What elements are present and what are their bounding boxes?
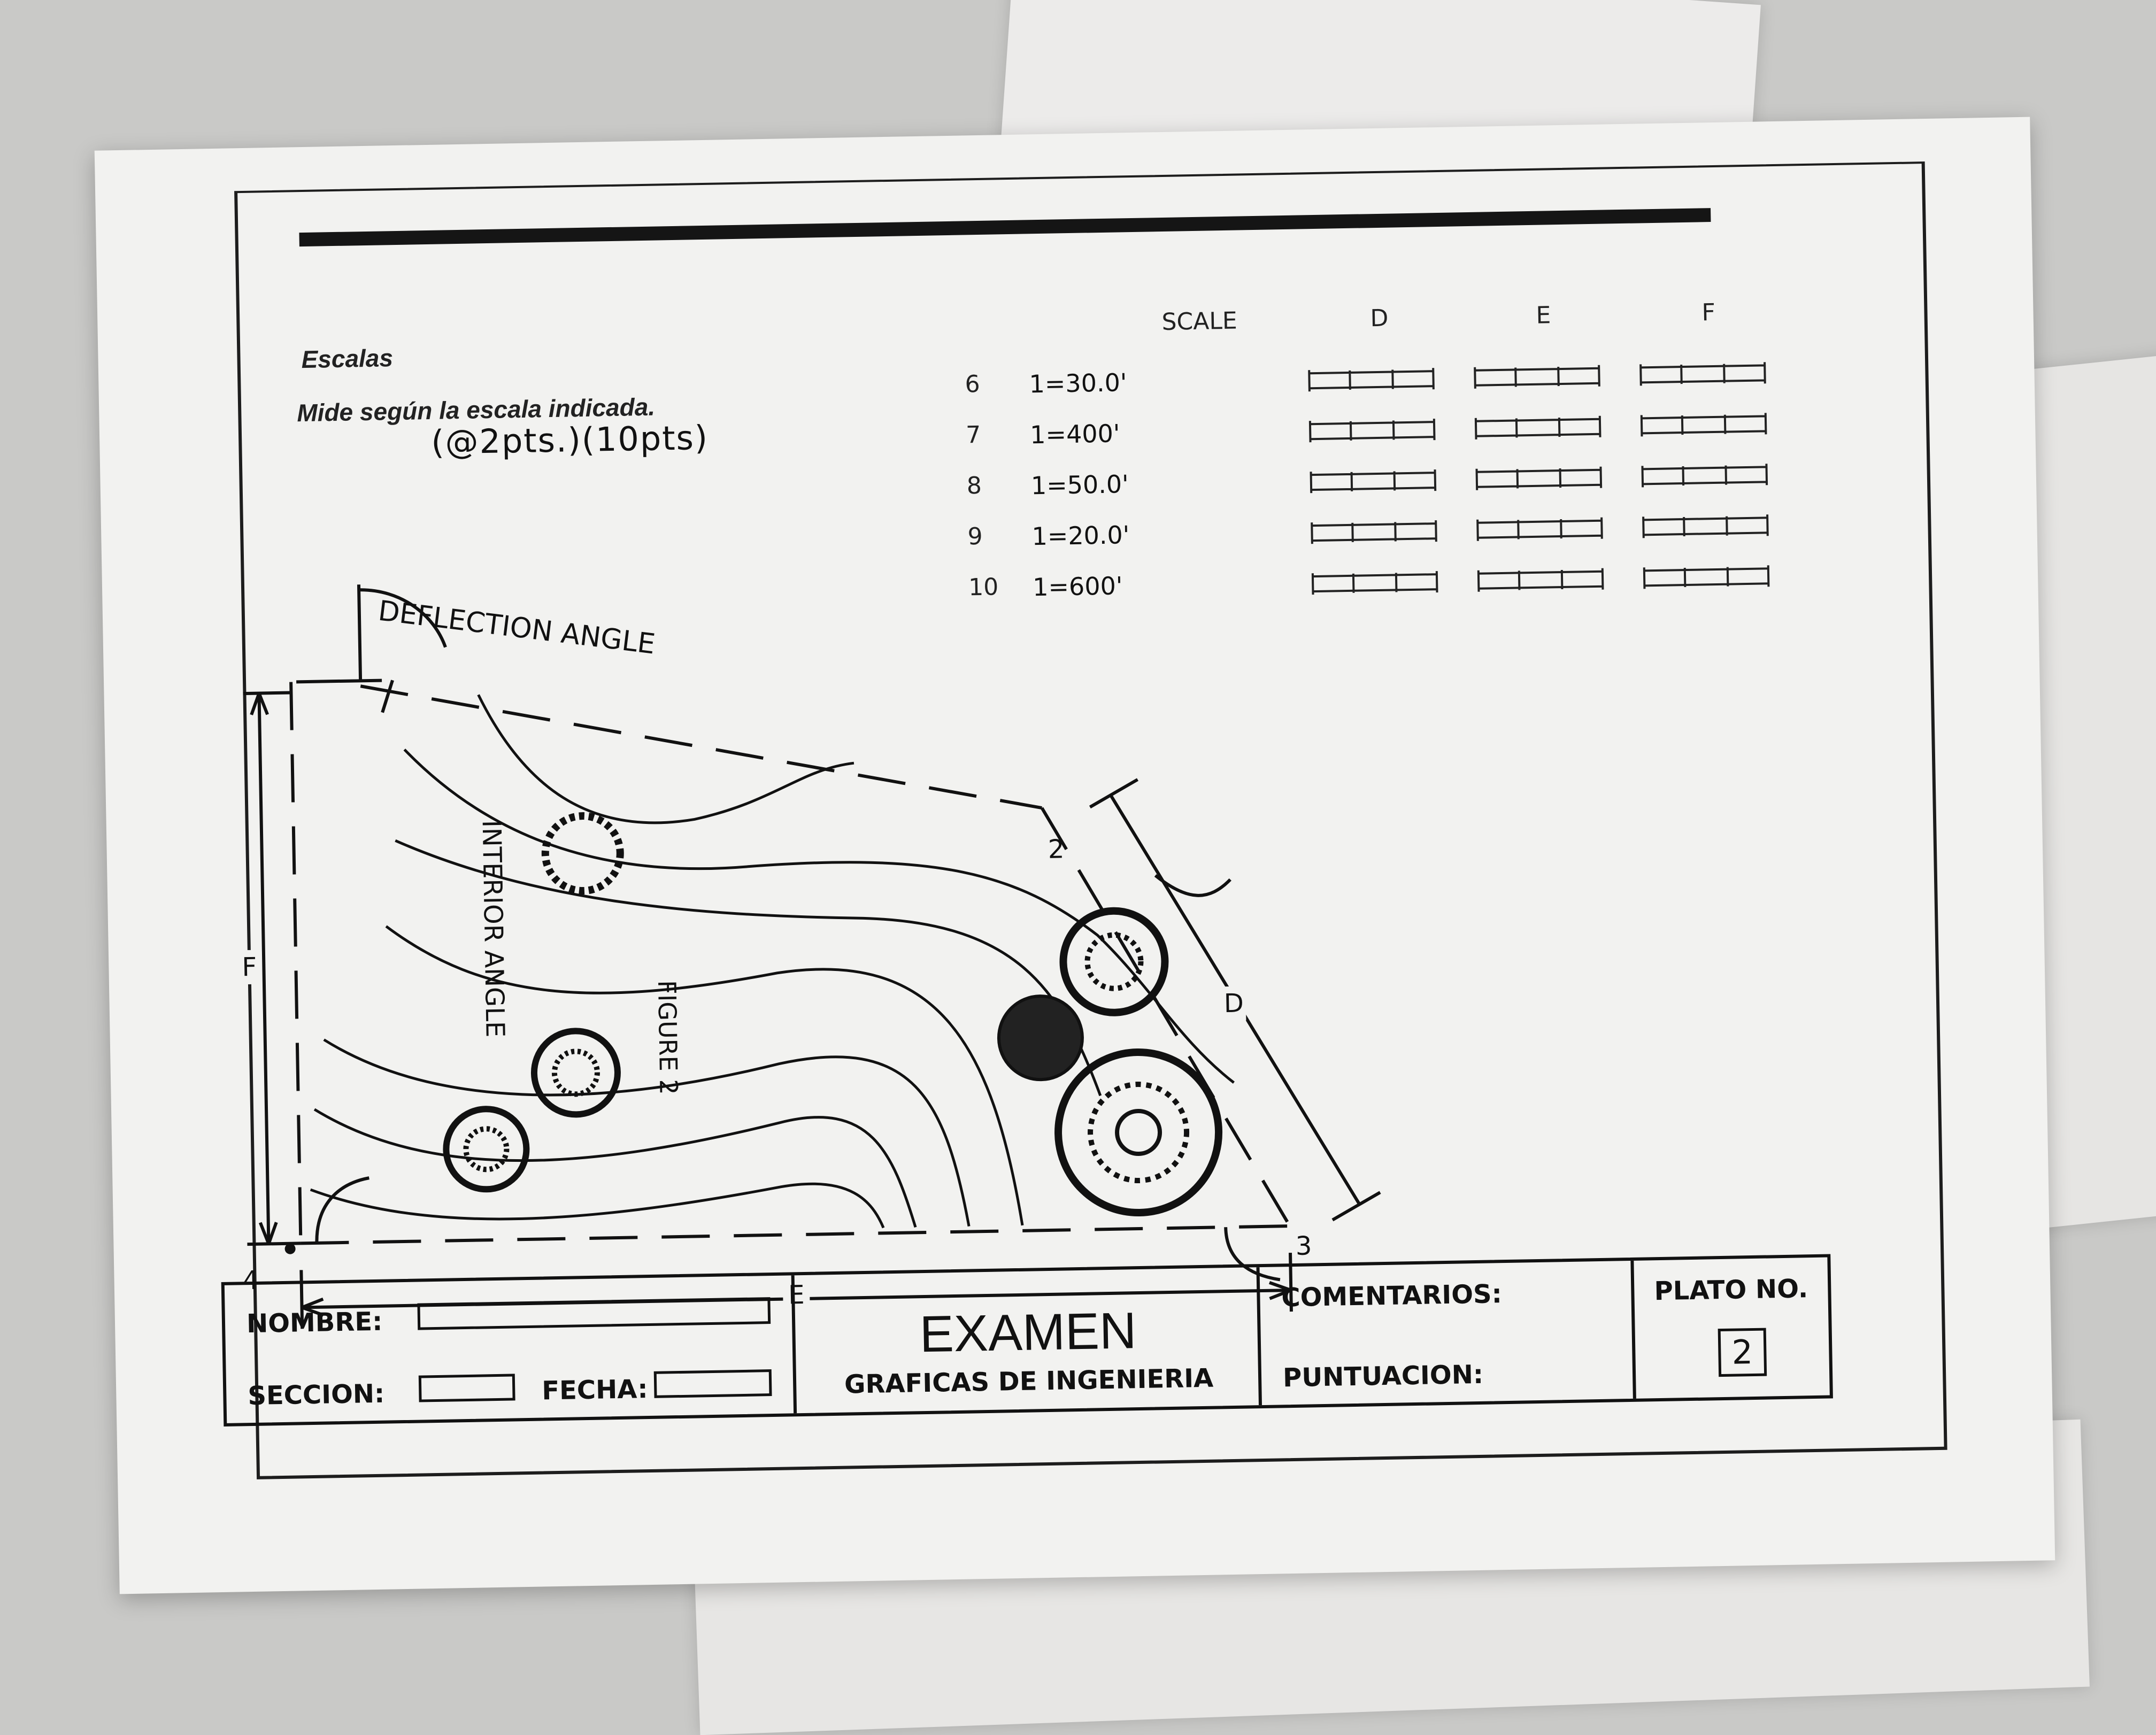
measure-d[interactable] (1311, 570, 1439, 596)
comments-cell: COMENTARIOS: PUNTUACION: (1256, 1260, 1636, 1406)
fecha-label: FECHA: (541, 1374, 649, 1406)
scale-row: 9 1=20.0' (935, 503, 1802, 566)
tree-icon (551, 1048, 600, 1097)
tree-icon (1115, 1109, 1162, 1156)
property-outline (289, 678, 1291, 1245)
figure-label: FIGURE 2 (652, 980, 683, 1096)
tree-icon (1084, 932, 1144, 991)
corner-point (284, 1243, 296, 1254)
measure-e[interactable] (1476, 567, 1605, 593)
interior-angle-label: INTERIOR ANGLE (476, 820, 510, 1038)
dim-label-f: F (239, 950, 259, 985)
exam-title: EXAMEN (919, 1302, 1137, 1363)
measure-e[interactable] (1473, 364, 1601, 390)
photo-scene: Escalas Mide según la escala indicada. (… (94, 0, 2156, 1735)
measure-f[interactable] (1642, 564, 1771, 590)
tree-symbols (443, 812, 1223, 1217)
course-cell: EXAMEN GRAFICAS DE INGENIERIA (791, 1267, 1262, 1414)
tree-icon (530, 1028, 621, 1118)
tree-icon (1054, 1048, 1223, 1217)
title-block: NOMBRE: SECCION: FECHA: EXAMEN GRAFICAS … (221, 1254, 1833, 1426)
tree-icon (997, 994, 1084, 1082)
plato-number: 2 (1718, 1328, 1767, 1377)
plato-label: PLATO NO. (1654, 1274, 1808, 1307)
course-name: GRAFICAS DE INGENIERIA (844, 1363, 1214, 1400)
scale-row: 8 1=50.0' (934, 452, 1801, 515)
puntuacion-label: PUNTUACION: (1282, 1359, 1484, 1393)
nombre-field[interactable] (417, 1297, 771, 1330)
fecha-field[interactable] (653, 1369, 772, 1398)
seccion-label: SECCION: (247, 1378, 385, 1412)
measure-f[interactable] (1641, 513, 1770, 539)
dimension-lines (243, 584, 1381, 1329)
tree-icon (541, 812, 624, 895)
plate-cell: PLATO NO. 2 (1630, 1257, 1830, 1399)
tree-icon (443, 1106, 530, 1193)
measure-f[interactable] (1640, 462, 1769, 488)
scale-row: 6 1=30.0' (933, 351, 1799, 414)
corner-3-label: 3 (1295, 1231, 1312, 1261)
measure-f[interactable] (1638, 361, 1767, 387)
measure-e[interactable] (1474, 466, 1603, 491)
tree-icon (1088, 1082, 1190, 1184)
dim-label-d: D (1221, 986, 1246, 1021)
measure-d[interactable] (1307, 367, 1436, 392)
exam-sheet: Escalas Mide según la escala indicada. (… (94, 117, 2055, 1594)
scale-table: SCALE D E F 6 1=30.0' 7 1=400' 8 1=50.0' (931, 297, 1798, 602)
measure-f[interactable] (1639, 412, 1768, 437)
tree-icon (1059, 907, 1169, 1016)
seccion-field[interactable] (418, 1374, 515, 1402)
measure-d[interactable] (1310, 519, 1438, 545)
corner-2-label: 2 (1048, 834, 1065, 865)
measure-d[interactable] (1308, 418, 1437, 443)
comentarios-label: COMENTARIOS: (1281, 1279, 1503, 1313)
measure-e[interactable] (1474, 415, 1603, 441)
dim-line-f (257, 693, 271, 1244)
scale-row: 10 1=600' (936, 554, 1803, 617)
measure-d[interactable] (1309, 468, 1438, 494)
tree-icon (463, 1126, 510, 1173)
scale-row: 7 1=400' (934, 402, 1800, 465)
nombre-label: NOMBRE: (246, 1306, 383, 1339)
measure-e[interactable] (1475, 516, 1604, 542)
survey-figure (243, 584, 1381, 1329)
